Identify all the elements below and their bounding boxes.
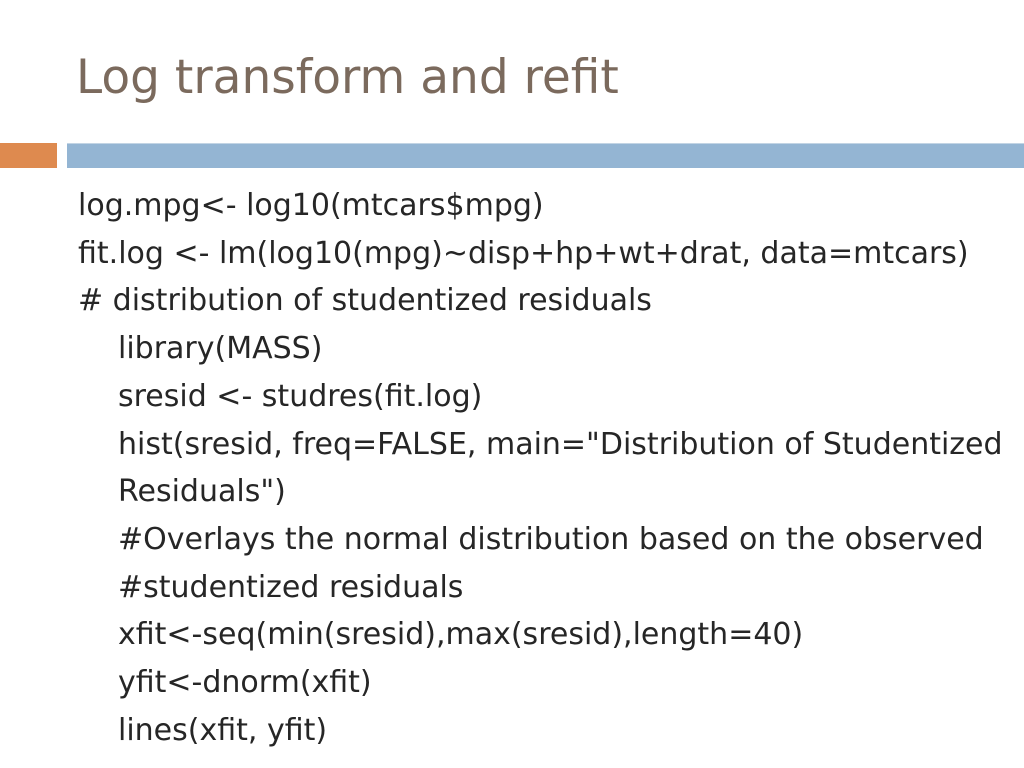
code-line: hist(sresid, freq=FALSE, main="Distribut… <box>118 426 1003 462</box>
code-line: log.mpg<- log10(mtcars$mpg) <box>78 188 544 223</box>
code-line: Residuals") <box>118 474 286 510</box>
code-line: #studentized residuals <box>118 569 464 605</box>
code-line: sresid <- studres(fit.log) <box>118 378 483 414</box>
code-line: lines(xfit, yfit) <box>118 712 328 748</box>
code-line: xfit<-seq(min(sresid),max(sresid),length… <box>118 617 804 653</box>
code-block: log.mpg<- log10(mtcars$mpg) fit.log <- lm… <box>78 182 1008 754</box>
slide-title: Log transform and refit <box>76 50 619 105</box>
code-line: #Overlays the normal distribution based … <box>118 521 984 557</box>
code-line: library(MASS) <box>118 331 323 367</box>
code-line: fit.log <- lm(log10(mpg)~disp+hp+wt+drat… <box>78 235 969 271</box>
code-line: # distribution of studentized residuals <box>78 283 652 319</box>
accent-blue-rect <box>67 143 1024 168</box>
code-line: yfit<-dnorm(xfit) <box>118 665 372 701</box>
accent-orange-rect <box>0 143 57 168</box>
